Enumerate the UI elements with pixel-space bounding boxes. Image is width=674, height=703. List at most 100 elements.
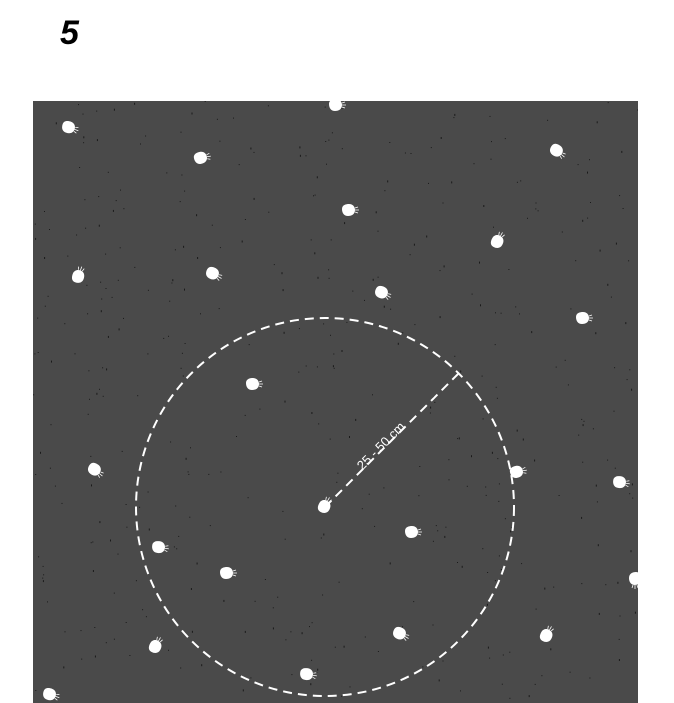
soil-speck bbox=[312, 622, 313, 623]
soil-speck bbox=[331, 239, 332, 240]
soil-speck bbox=[460, 690, 461, 691]
soil-speck bbox=[547, 120, 548, 121]
soil-speck bbox=[534, 460, 535, 462]
soil-speck bbox=[183, 246, 184, 248]
soil-speck bbox=[181, 132, 182, 133]
soil-speck bbox=[38, 556, 39, 557]
soil-speck bbox=[273, 607, 274, 608]
soil-speck bbox=[67, 256, 68, 257]
soil-speck bbox=[45, 306, 46, 307]
soil-speck bbox=[414, 244, 415, 246]
soil-speck bbox=[120, 190, 121, 191]
soil-speck bbox=[185, 343, 186, 344]
soil-speck bbox=[317, 669, 318, 671]
soil-speck bbox=[56, 122, 57, 124]
soil-speck bbox=[245, 631, 246, 633]
soil-speck bbox=[318, 423, 319, 424]
soil-speck bbox=[536, 203, 537, 204]
soil-speck bbox=[578, 435, 579, 436]
soil-speck bbox=[254, 152, 255, 153]
soil-speck bbox=[501, 569, 502, 570]
soil-speck bbox=[541, 675, 542, 676]
soil-speck bbox=[495, 312, 496, 313]
soil-speck bbox=[600, 250, 601, 252]
soil-speck bbox=[92, 542, 93, 543]
soil-speck bbox=[536, 609, 537, 610]
soil-speck bbox=[430, 413, 431, 414]
soil-speck bbox=[443, 203, 444, 204]
soil-speck bbox=[538, 210, 539, 211]
soil-speck bbox=[414, 324, 415, 325]
soil-speck bbox=[491, 159, 492, 160]
soil-speck bbox=[310, 683, 311, 685]
soil-speck bbox=[250, 148, 251, 150]
soil-speck bbox=[419, 466, 420, 467]
soil-speck bbox=[323, 534, 324, 536]
soil-speck bbox=[578, 164, 579, 165]
soil-speck bbox=[440, 316, 441, 318]
soil-speck bbox=[38, 352, 39, 353]
soil-speck bbox=[89, 399, 90, 400]
soil-speck bbox=[170, 442, 171, 443]
soil-speck bbox=[501, 313, 502, 314]
soil-speck bbox=[607, 460, 608, 461]
soil-speck bbox=[628, 260, 629, 261]
soil-speck bbox=[334, 368, 335, 369]
soil-speck bbox=[607, 284, 608, 286]
soil-speck bbox=[254, 198, 255, 200]
soil-speck bbox=[444, 536, 445, 538]
soil-speck bbox=[91, 542, 92, 543]
soil-speck bbox=[519, 313, 520, 314]
soil-speck bbox=[119, 328, 120, 330]
soil-speck bbox=[306, 366, 307, 367]
soil-speck bbox=[290, 631, 291, 632]
soil-speck bbox=[265, 579, 266, 580]
soil-speck bbox=[311, 412, 312, 414]
soil-speck bbox=[352, 291, 353, 292]
soil-speck bbox=[197, 257, 198, 259]
soil-speck bbox=[598, 544, 599, 546]
soil-speck bbox=[40, 452, 41, 454]
soil-speck bbox=[176, 548, 177, 549]
soil-speck bbox=[599, 613, 600, 615]
soil-speck bbox=[88, 414, 89, 415]
soil-speck bbox=[65, 631, 66, 632]
soil-speck bbox=[168, 336, 169, 337]
soil-speck bbox=[120, 247, 121, 248]
soil-speck bbox=[90, 456, 91, 457]
soil-speck bbox=[590, 202, 591, 203]
soil-speck bbox=[510, 530, 511, 532]
soil-speck bbox=[192, 113, 193, 115]
ground-field bbox=[33, 101, 638, 703]
soil-speck bbox=[333, 354, 334, 355]
soil-speck bbox=[495, 344, 496, 345]
soil-speck bbox=[472, 294, 473, 295]
soil-speck bbox=[485, 487, 486, 488]
soil-speck bbox=[299, 146, 300, 148]
soil-speck bbox=[497, 398, 498, 399]
soil-speck bbox=[118, 554, 119, 555]
soil-speck bbox=[487, 572, 488, 573]
soil-speck bbox=[239, 164, 240, 165]
soil-speck bbox=[389, 142, 390, 143]
soil-speck bbox=[188, 471, 189, 472]
soil-speck bbox=[96, 393, 97, 395]
soil-speck bbox=[108, 172, 109, 173]
soil-speck bbox=[163, 338, 164, 339]
soil-speck bbox=[298, 372, 299, 373]
soil-speck bbox=[589, 159, 590, 160]
soil-speck bbox=[582, 220, 583, 222]
soil-speck bbox=[268, 212, 269, 213]
soil-speck bbox=[219, 141, 220, 142]
soil-speck bbox=[94, 627, 95, 628]
soil-speck bbox=[314, 252, 315, 254]
soil-speck bbox=[462, 566, 463, 568]
soil-speck bbox=[182, 353, 183, 354]
soil-speck bbox=[50, 468, 51, 469]
soil-speck bbox=[186, 458, 187, 460]
soil-speck bbox=[315, 195, 316, 196]
soil-speck bbox=[444, 265, 445, 267]
soil-speck bbox=[364, 300, 365, 301]
soil-speck bbox=[344, 646, 345, 648]
soil-speck bbox=[282, 511, 283, 512]
